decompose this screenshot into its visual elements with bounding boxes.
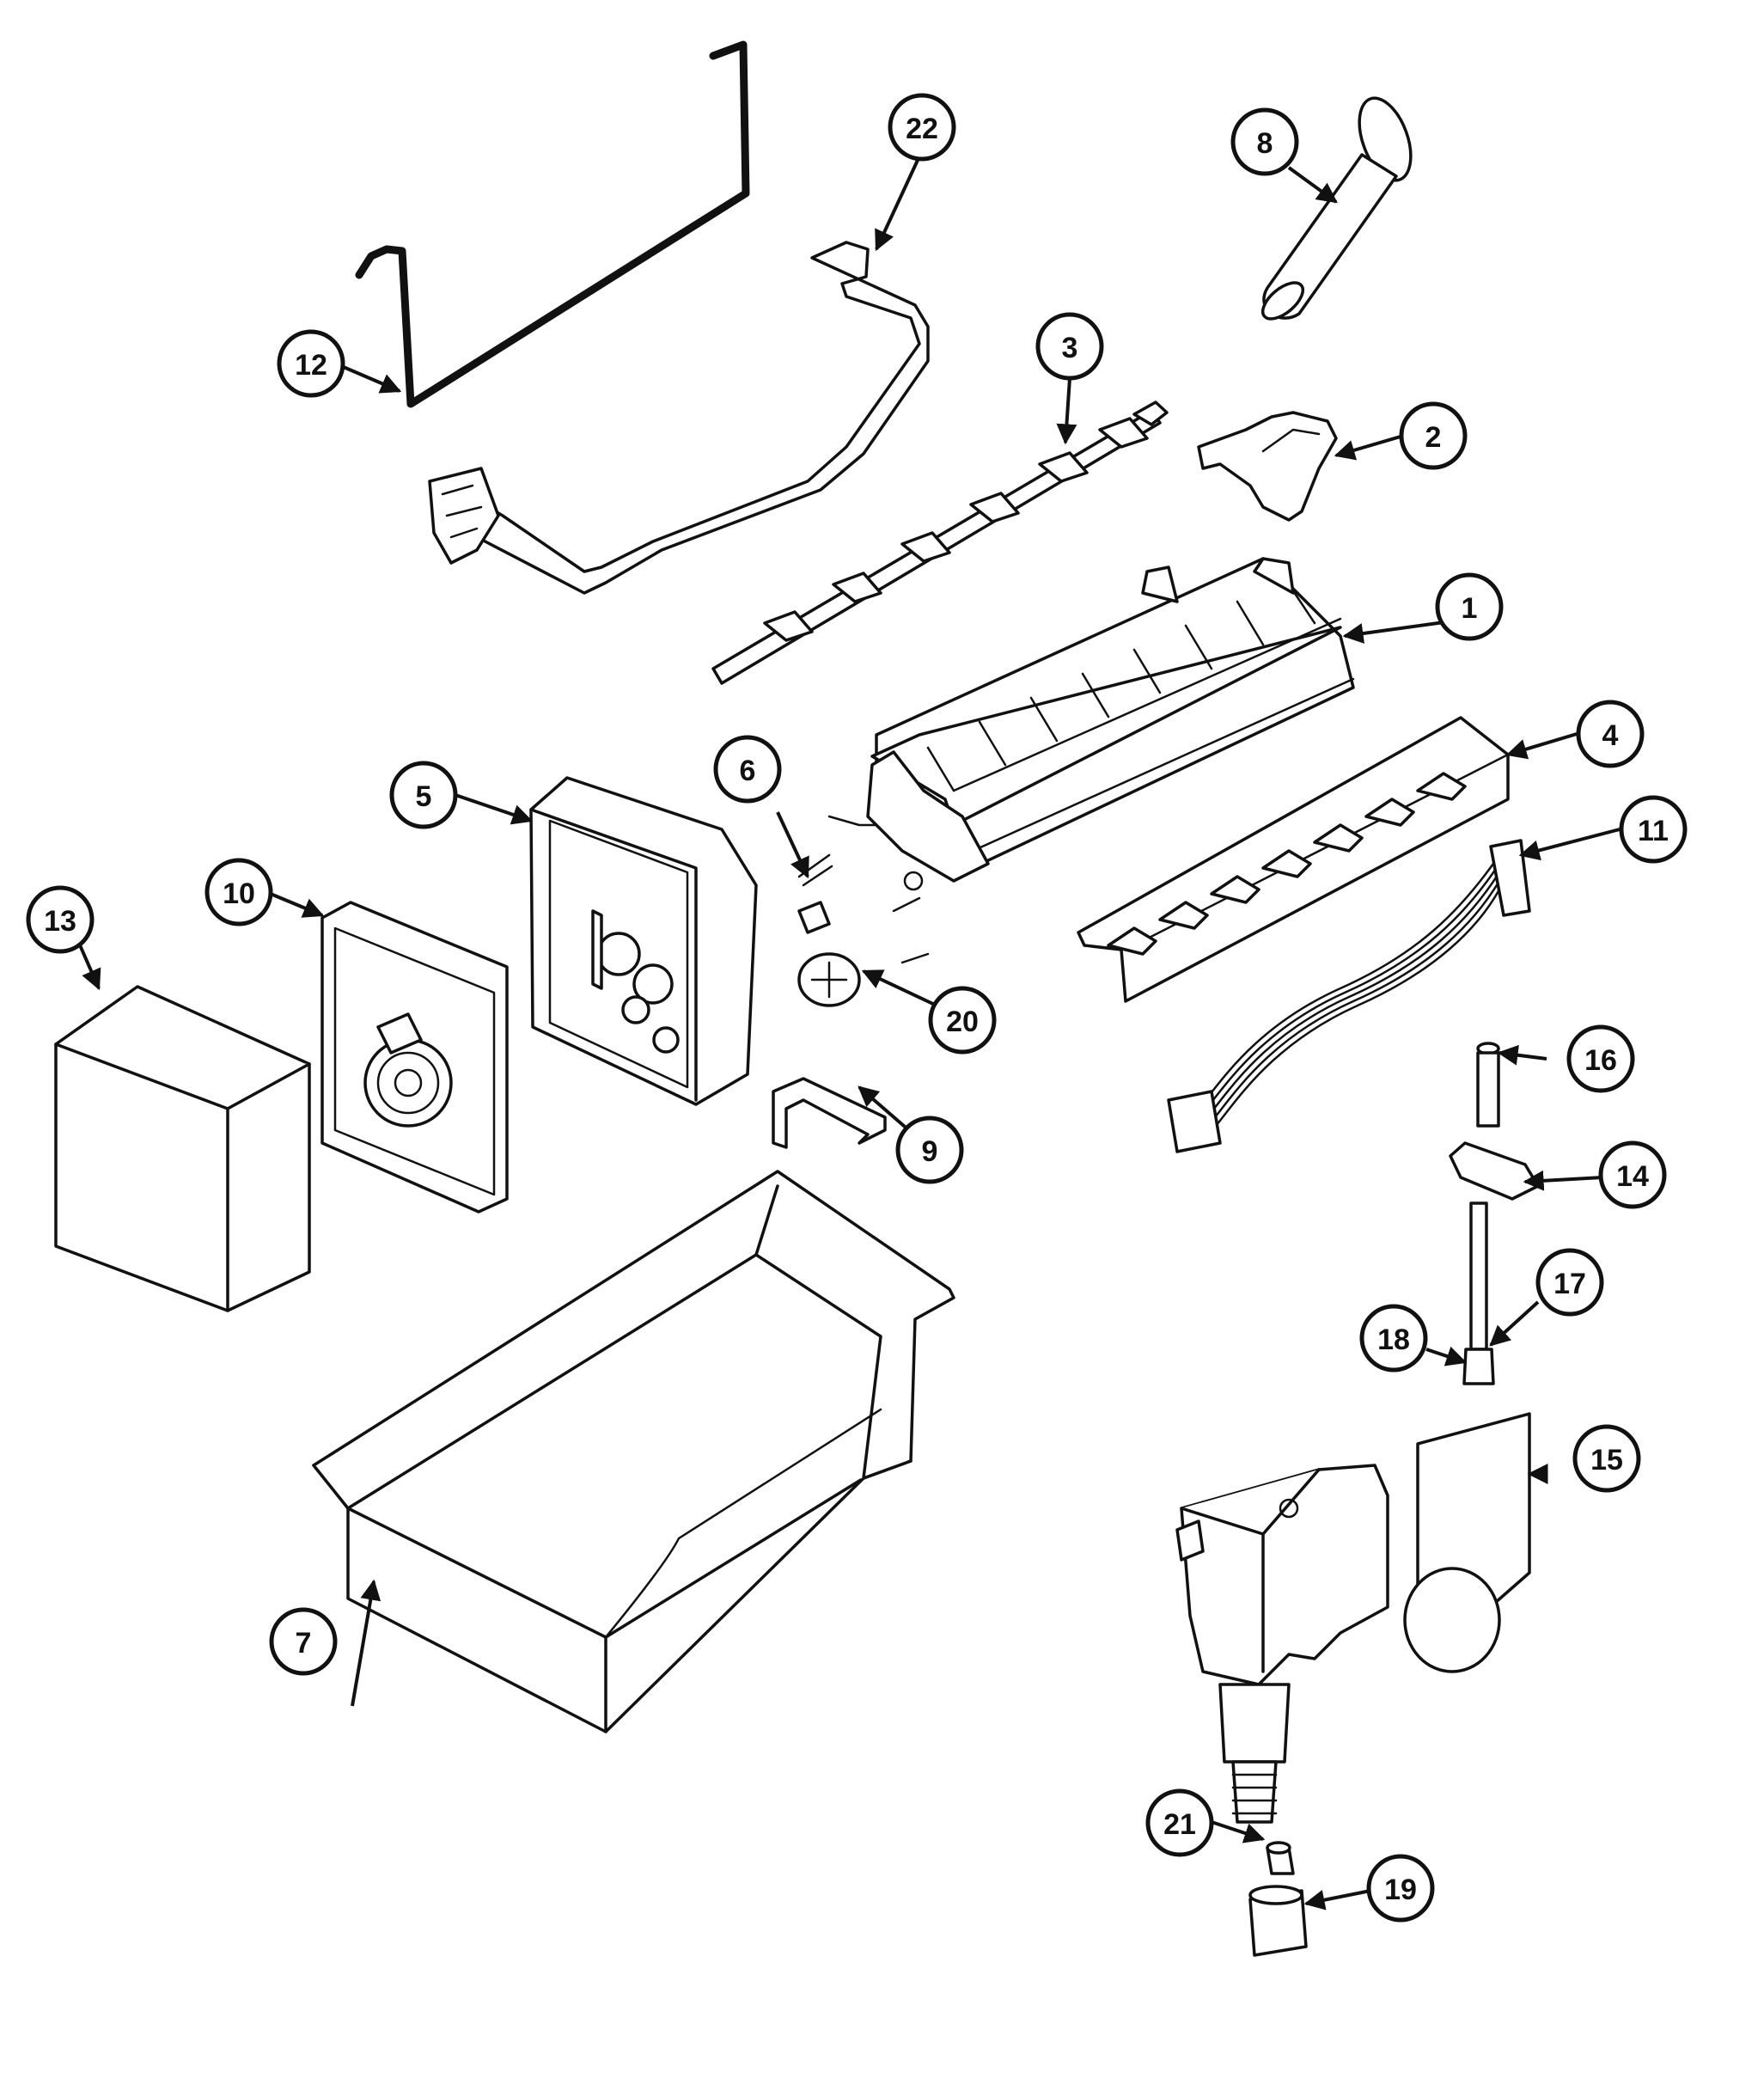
svg-text:11: 11 <box>1638 815 1669 847</box>
callout-13: 13 <box>26 885 95 954</box>
callout-21: 21 <box>1145 1788 1214 1857</box>
svg-text:3: 3 <box>1062 332 1078 364</box>
part-15-water-valve <box>1175 1412 1531 1824</box>
part-11-wire-harness <box>1167 839 1531 1153</box>
svg-text:9: 9 <box>922 1135 938 1168</box>
callout-9: 9 <box>895 1116 964 1184</box>
svg-text:2: 2 <box>1425 421 1442 454</box>
svg-text:20: 20 <box>946 1006 979 1038</box>
part-12-shutoff-arm <box>355 40 750 408</box>
callout-16: 16 <box>1566 1024 1635 1093</box>
callout-17: 17 <box>1535 1248 1604 1317</box>
callout-8: 8 <box>1230 107 1299 176</box>
svg-text:21: 21 <box>1163 1808 1196 1841</box>
callout-15: 15 <box>1572 1424 1641 1493</box>
leader-lines <box>67 156 1621 1911</box>
svg-text:12: 12 <box>295 349 327 382</box>
callout-11: 11 <box>1619 795 1688 864</box>
part-20-thermostat <box>797 896 930 1007</box>
callout-22: 22 <box>888 93 956 162</box>
callout-14: 14 <box>1598 1140 1667 1209</box>
part-7-ice-bucket <box>312 1170 955 1733</box>
svg-text:7: 7 <box>296 1627 312 1660</box>
svg-text:14: 14 <box>1616 1160 1649 1193</box>
part-14-clamp <box>1449 1141 1540 1201</box>
part-3-ejector-rake <box>711 400 1169 685</box>
callout-3: 3 <box>1035 312 1104 381</box>
svg-text:13: 13 <box>44 905 76 938</box>
callout-1: 1 <box>1435 572 1504 641</box>
callout-12: 12 <box>277 329 345 398</box>
svg-text:6: 6 <box>740 755 756 787</box>
svg-text:1: 1 <box>1462 592 1478 625</box>
part-17-tube <box>1469 1201 1488 1351</box>
part-5-housing <box>529 776 758 1106</box>
callout-19: 19 <box>1366 1854 1435 1923</box>
svg-text:17: 17 <box>1553 1268 1586 1300</box>
callout-2: 2 <box>1399 401 1468 470</box>
part-13-cover <box>54 985 311 1312</box>
callout-6: 6 <box>713 735 782 804</box>
callout-7: 7 <box>269 1607 338 1676</box>
part-16-fitting <box>1476 1042 1500 1128</box>
svg-text:18: 18 <box>1377 1324 1410 1356</box>
callout-4: 4 <box>1576 700 1645 768</box>
part-21-insert <box>1266 1841 1295 1875</box>
part-19-nut <box>1248 1885 1308 1957</box>
svg-text:8: 8 <box>1257 127 1273 160</box>
part-4-ice-stripper <box>1077 716 1510 1003</box>
svg-text:22: 22 <box>906 113 938 145</box>
part-10-gear-plate <box>320 901 509 1214</box>
part-6-spring <box>797 853 833 934</box>
part-2-bracket <box>1197 411 1338 522</box>
callout-20: 20 <box>928 986 997 1055</box>
svg-text:10: 10 <box>223 877 255 910</box>
callout-10: 10 <box>204 858 273 926</box>
part-1-ice-mold <box>827 557 1355 891</box>
part-9-bracket <box>772 1077 887 1149</box>
svg-text:19: 19 <box>1384 1874 1417 1906</box>
svg-text:5: 5 <box>416 780 432 813</box>
svg-text:4: 4 <box>1602 719 1619 752</box>
callout-18: 18 <box>1359 1304 1428 1373</box>
part-22-feeler-arm <box>428 241 930 595</box>
part-18-nut <box>1462 1348 1495 1385</box>
svg-text:15: 15 <box>1590 1444 1623 1476</box>
callout-5: 5 <box>389 761 458 829</box>
svg-text:16: 16 <box>1584 1044 1617 1077</box>
part-8-fill-cup <box>1260 96 1413 321</box>
